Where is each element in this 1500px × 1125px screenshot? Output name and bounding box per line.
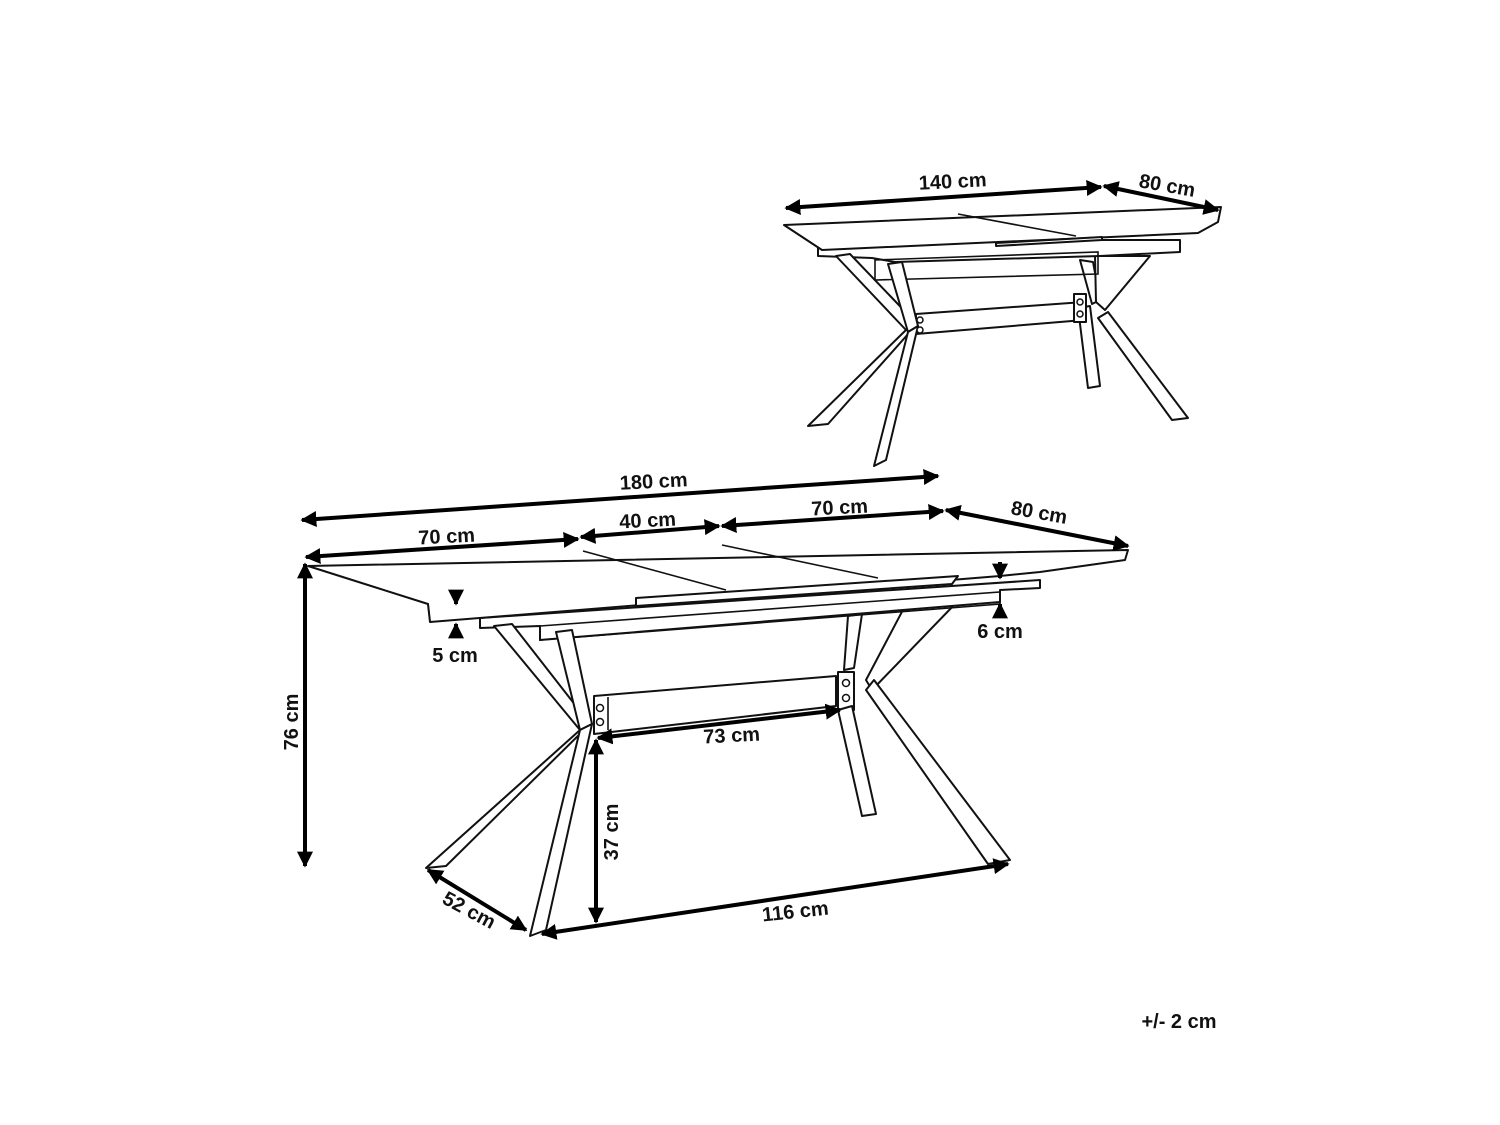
small-length-label: 140 cm	[918, 169, 987, 195]
small-length-dimension	[784, 179, 1103, 216]
middle-section-label: 40 cm	[619, 509, 677, 534]
stretcher-length-label: 73 cm	[703, 724, 761, 749]
leg-span-label: 116 cm	[761, 898, 830, 927]
total-length-dimension	[300, 469, 940, 527]
left-section-dimension	[304, 531, 580, 565]
small-table-drawing	[783, 206, 1222, 467]
right-section-label: 70 cm	[811, 496, 869, 521]
leg-depth-dimension	[426, 868, 528, 932]
small-depth-dimension	[1102, 181, 1220, 215]
top-thickness-label: 5 cm	[432, 645, 478, 667]
height-label: 76 cm	[281, 694, 303, 751]
stretcher-length-dimension	[596, 703, 842, 745]
left-section-label: 70 cm	[418, 525, 476, 550]
middle-section-dimension	[579, 519, 721, 544]
apron-height-label: 6 cm	[977, 621, 1023, 643]
tolerance-note: +/- 2 cm	[1141, 1011, 1216, 1033]
right-section-dimension	[720, 503, 945, 534]
total-length-label: 180 cm	[619, 469, 688, 495]
stretcher-height-label: 37 cm	[601, 804, 623, 861]
large-table-drawing	[307, 544, 1129, 937]
depth-dimension	[944, 504, 1130, 552]
leg-span-dimension	[540, 858, 1010, 940]
small-depth-label: 80 cm	[1137, 170, 1197, 202]
